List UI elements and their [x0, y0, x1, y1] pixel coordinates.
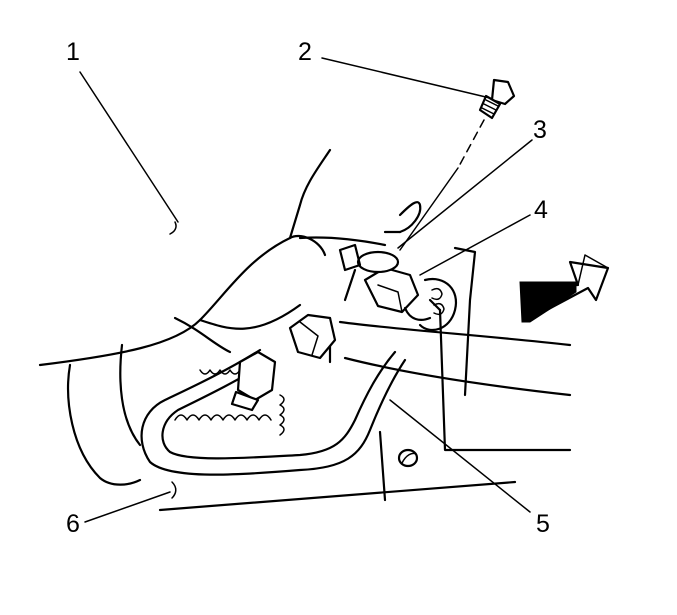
- hex-fitting-left: [230, 313, 337, 412]
- callout-6: 6: [66, 510, 80, 538]
- bolt-component-2: [399, 78, 516, 251]
- callout-3: 3: [533, 116, 547, 144]
- leader-line-4: [419, 214, 531, 276]
- leader-line-2: [321, 57, 491, 99]
- housing-component-1: [38, 148, 332, 499]
- main-hose: [328, 316, 572, 397]
- tube-loop-component-5: [140, 348, 407, 476]
- callout-5: 5: [536, 510, 550, 538]
- leader-line-6: [84, 491, 171, 523]
- mounting-plate: [158, 236, 572, 512]
- leader-lines: [79, 57, 533, 523]
- leader-line-3: [397, 139, 533, 249]
- forward-arrow-icon: [519, 254, 610, 323]
- callout-1: 1: [66, 38, 80, 66]
- leader-line-5: [389, 399, 531, 513]
- callout-4: 4: [534, 196, 548, 224]
- leader-line-1: [79, 71, 179, 223]
- upper-fitting-assembly: [338, 201, 458, 332]
- callout-2: 2: [298, 38, 312, 66]
